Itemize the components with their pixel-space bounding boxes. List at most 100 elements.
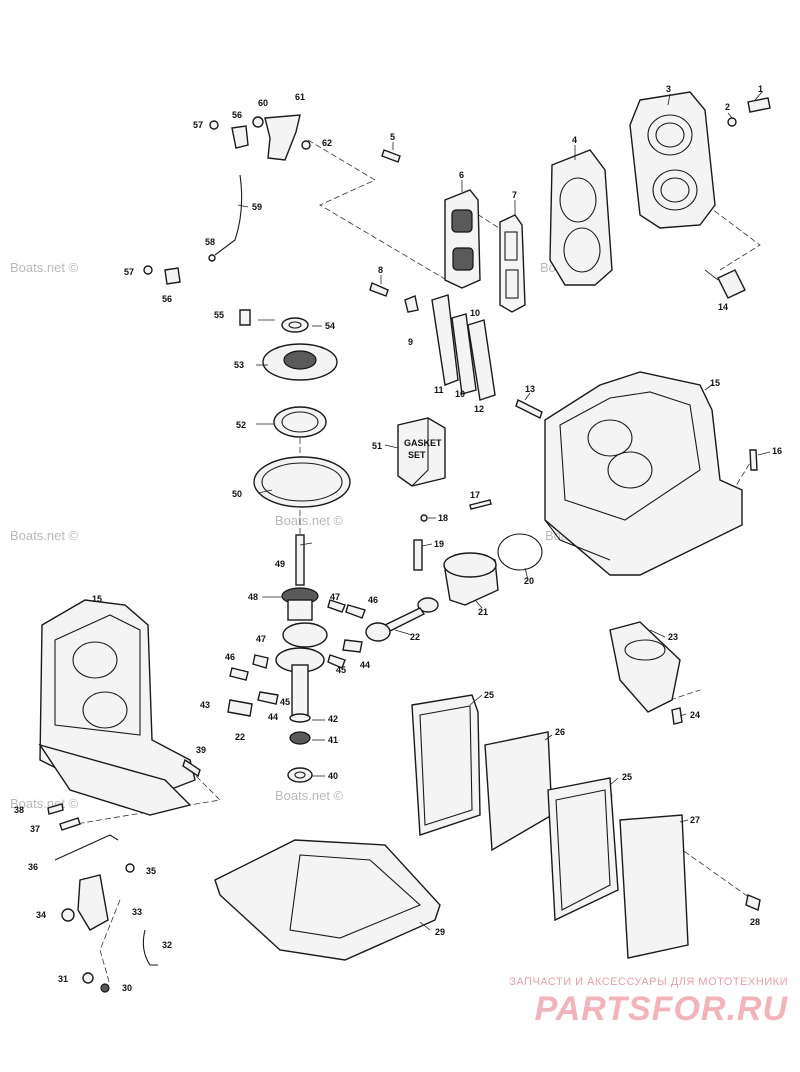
callout-56: 56: [162, 294, 172, 304]
callout-17: 17: [470, 490, 480, 500]
callout-27: 27: [690, 815, 700, 825]
callout-3: 3: [666, 84, 671, 94]
temperature-sender: [704, 269, 746, 299]
callout-32: 32: [162, 940, 172, 950]
callout-39: 39: [196, 745, 206, 755]
callout-60: 60: [258, 98, 268, 108]
callout-12: 12: [474, 404, 484, 414]
callout-21: 21: [478, 607, 488, 617]
callout-15: 15: [710, 378, 720, 388]
exhaust-elbow: [609, 621, 761, 911]
callout-55: 55: [214, 310, 224, 320]
callout-14: 14: [718, 302, 728, 312]
callout-57: 57: [193, 120, 203, 130]
callout-45: 45: [280, 697, 290, 707]
callout-16: 16: [772, 446, 782, 456]
connecting-rod: [365, 597, 439, 642]
callout-6: 6: [459, 170, 464, 180]
brand-logo: PARTSFOR.RU: [534, 990, 788, 1028]
callout-35: 35: [146, 866, 156, 876]
callout-50: 50: [232, 489, 242, 499]
callout-37: 37: [30, 824, 40, 834]
callout-25: 25: [484, 690, 494, 700]
callout-26: 26: [555, 727, 565, 737]
head-bolt: [727, 97, 771, 127]
cylinder-head-cover: [629, 91, 716, 229]
rod-bearings: [227, 599, 366, 717]
callout-11: 11: [434, 385, 444, 395]
callout-22: 22: [410, 632, 420, 642]
callout-10: 10: [470, 308, 480, 318]
callout-19: 19: [434, 539, 444, 549]
callout-49: 49: [275, 559, 285, 569]
callouts: 1 2 3 4 5 6 7 8 9 10 10 11 12 13 14 15 1…: [14, 84, 782, 993]
callout-25: 25: [622, 772, 632, 782]
callout-59: 59: [252, 202, 262, 212]
callout-29: 29: [435, 927, 445, 937]
watermark: Boats.net ©: [275, 513, 344, 528]
watermark: Boats.net ©: [275, 788, 344, 803]
callout-61: 61: [295, 92, 305, 102]
base-gasket: [214, 839, 441, 961]
head-gasket: [549, 149, 613, 286]
brand-tagline: ЗАПЧАСТИ И АКСЕССУАРЫ ДЛЯ МОТОТЕХНИКИ: [509, 976, 788, 988]
callout-18: 18: [438, 513, 448, 523]
callout-53: 53: [234, 360, 244, 370]
callout-46: 46: [225, 652, 235, 662]
reed-valve-block: [444, 189, 481, 289]
callout-51: 51: [372, 441, 382, 451]
callout-33: 33: [132, 907, 142, 917]
callout-31: 31: [58, 974, 68, 984]
brand-watermark: ЗАПЧАСТИ И АКСЕССУАРЫ ДЛЯ МОТОТЕХНИКИ PA…: [488, 976, 788, 1036]
gasket-set-label: GASKET: [404, 438, 442, 448]
callout-24: 24: [690, 710, 700, 720]
callout-36: 36: [28, 862, 38, 872]
lower-linkage: [47, 803, 158, 993]
callout-62: 62: [322, 138, 332, 148]
callout-52: 52: [236, 420, 246, 430]
callout-10: 10: [455, 389, 465, 399]
callout-4: 4: [572, 135, 577, 145]
reed-stops: [431, 294, 496, 401]
block-fasteners: [515, 399, 758, 471]
callout-23: 23: [668, 632, 678, 642]
callout-38: 38: [14, 805, 24, 815]
piston-assembly: [413, 499, 543, 606]
callout-44: 44: [360, 660, 370, 670]
callout-7: 7: [512, 190, 517, 200]
callout-40: 40: [328, 771, 338, 781]
port-covers: [411, 694, 689, 959]
watermark: Boats.net ©: [10, 528, 79, 543]
callout-45: 45: [336, 665, 346, 675]
callout-54: 54: [325, 321, 335, 331]
cylinder-block: [544, 371, 743, 576]
callout-46: 46: [368, 595, 378, 605]
callout-41: 41: [328, 735, 338, 745]
upper-seal-and-plate: [239, 309, 351, 508]
callout-48: 48: [248, 592, 258, 602]
bolts: [369, 149, 401, 297]
callout-15: 15: [92, 594, 102, 604]
callout-57: 57: [124, 267, 134, 277]
throttle-linkage: [143, 114, 311, 285]
callout-44: 44: [268, 712, 278, 722]
callout-56: 56: [232, 110, 242, 120]
callout-20: 20: [524, 576, 534, 586]
callout-2: 2: [725, 102, 730, 112]
gasket-set-label: SET: [408, 450, 426, 460]
callout-42: 42: [328, 714, 338, 724]
callout-28: 28: [750, 917, 760, 927]
clip: [404, 295, 419, 313]
callout-58: 58: [205, 237, 215, 247]
callout-47: 47: [330, 592, 340, 602]
callout-47: 47: [256, 634, 266, 644]
watermark: Boats.net ©: [10, 260, 79, 275]
gasket-set-box: GASKET SET: [397, 417, 446, 487]
callout-43: 43: [200, 700, 210, 710]
callout-8: 8: [378, 265, 383, 275]
callout-1: 1: [758, 84, 763, 94]
leader-lines: [237, 91, 771, 931]
callout-30: 30: [122, 983, 132, 993]
crankshaft: [275, 534, 328, 783]
